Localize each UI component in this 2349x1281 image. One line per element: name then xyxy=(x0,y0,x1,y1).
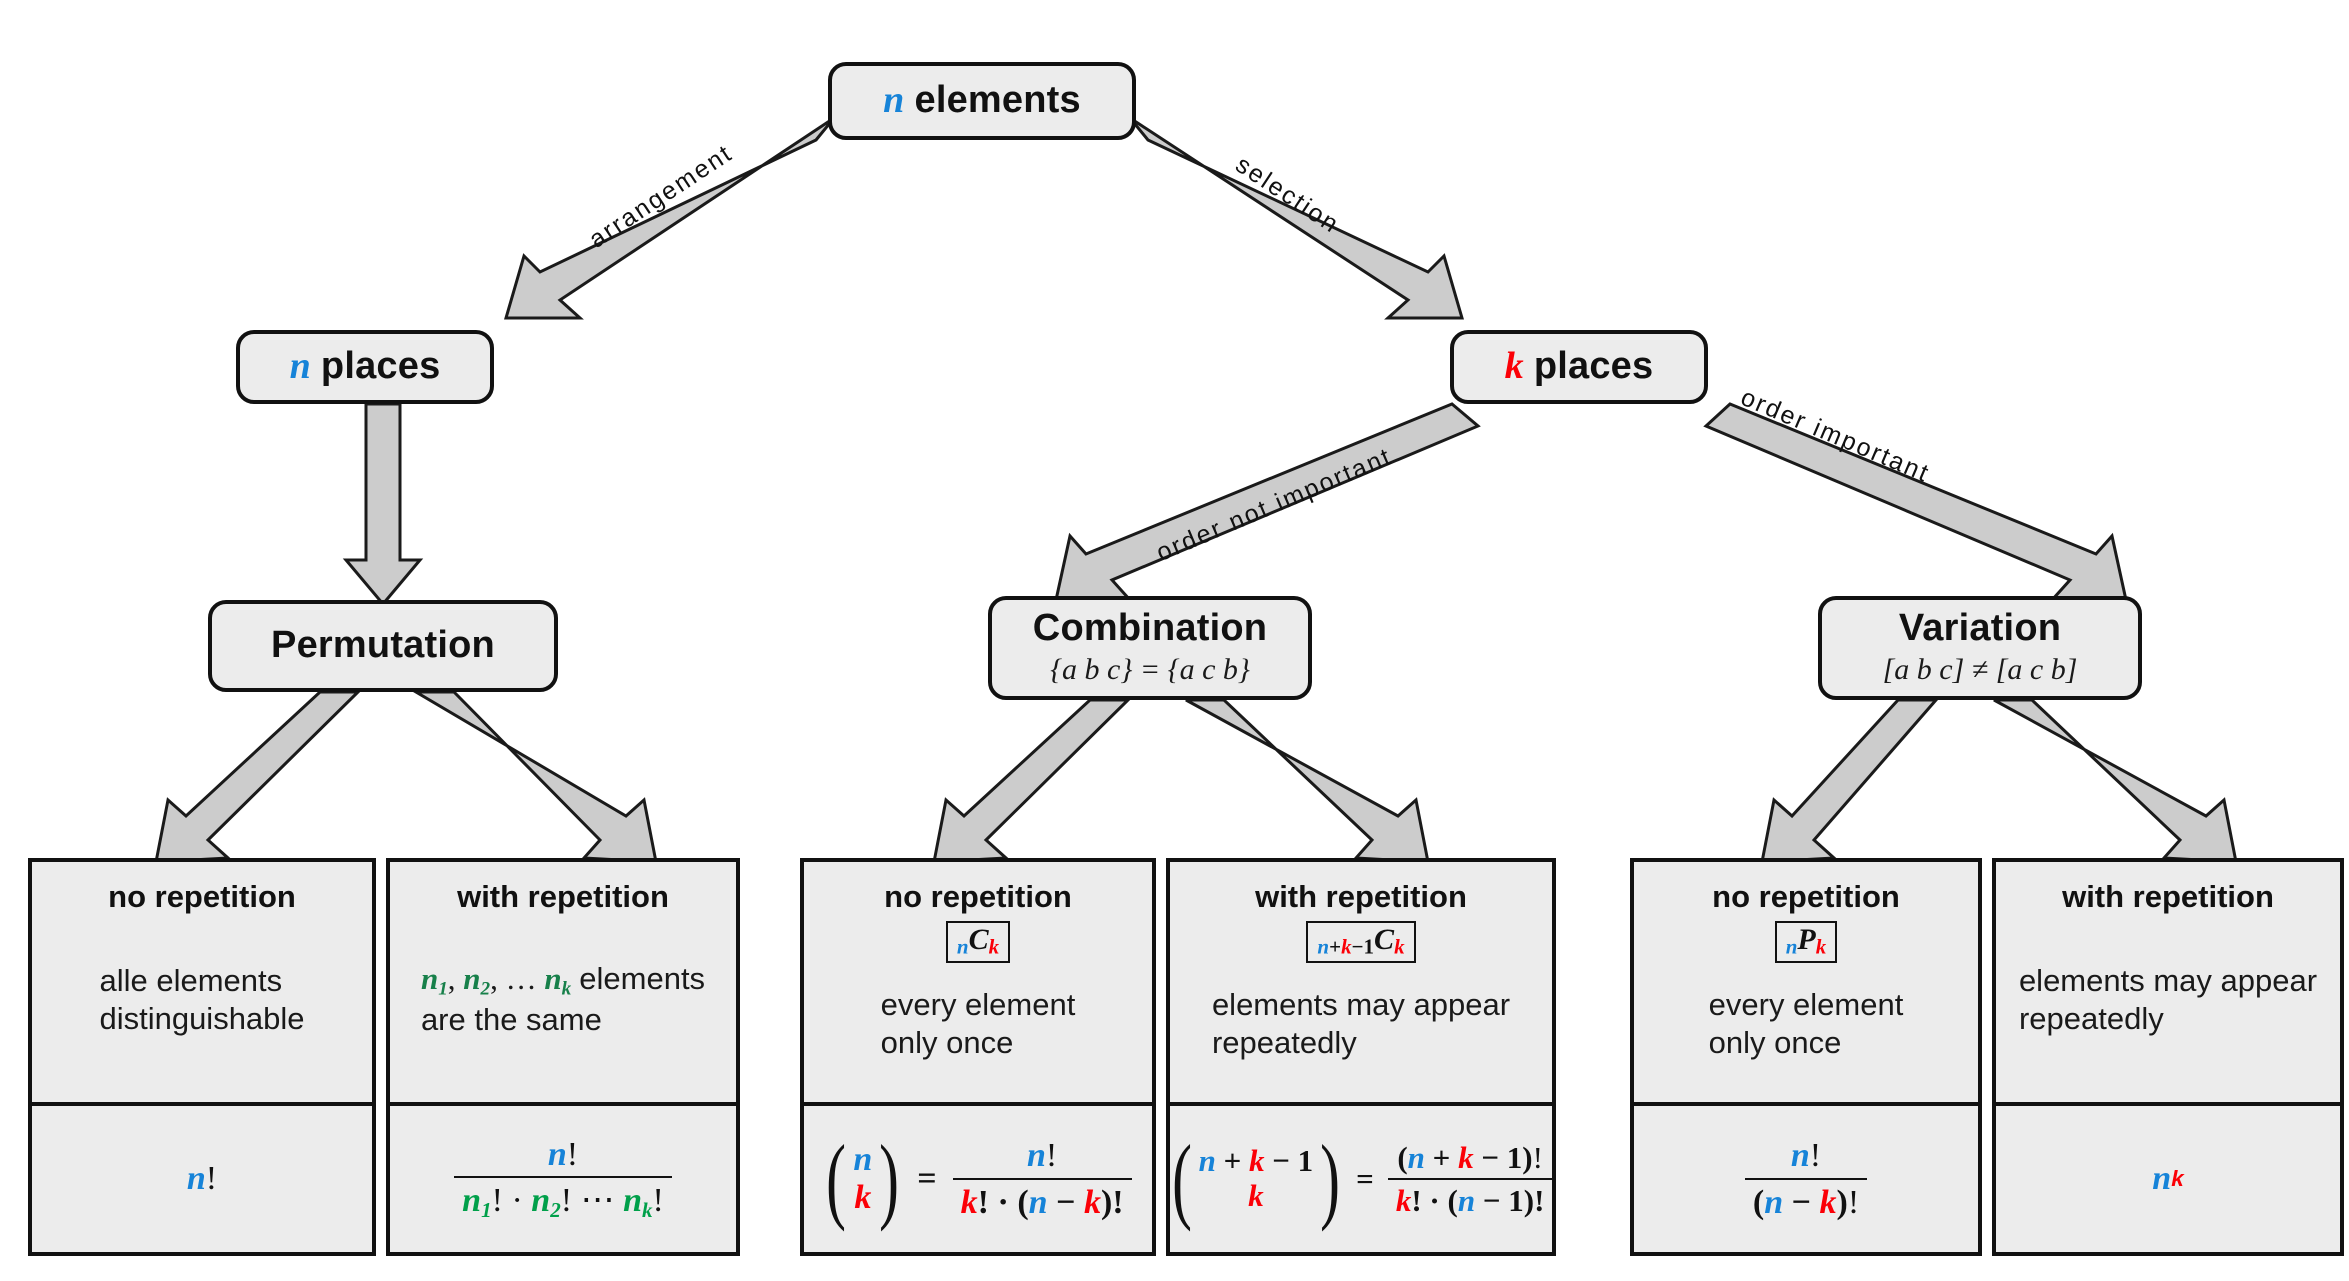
leaf-desc-line: every element xyxy=(880,986,1076,1022)
arrow-n-places-to-permutation xyxy=(342,402,424,607)
formula-n-factorial: n! xyxy=(186,1160,218,1197)
leaf-desc-line: only once xyxy=(880,1025,1014,1061)
leaf-heading: no repetition xyxy=(108,879,296,914)
variable-n: n xyxy=(289,345,311,388)
leaf-formula: ( n k ) = n! k! · (n − k)! xyxy=(804,1102,1152,1252)
formula-binomial: ( n k ) = n! k! · (n − k)! xyxy=(820,1131,1135,1227)
arrow-permutation-to-with-repetition xyxy=(410,690,658,864)
leaf-desc-line: are the same xyxy=(420,1002,602,1038)
leaf-formula: n! xyxy=(32,1102,372,1252)
leaf-desc-line: alle elements xyxy=(99,962,283,998)
variable-k: k xyxy=(1504,345,1524,388)
leaf-heading: with repetition xyxy=(457,879,669,914)
leaf-variation-with-repetition[interactable]: with repetition elements may appear repe… xyxy=(1992,858,2344,1256)
leaf-formula: ( n + k − 1 k ) = (n + k − 1)! k! · (n −… xyxy=(1170,1102,1553,1252)
leaf-description: alle elements distinguishable xyxy=(99,962,304,1045)
node-combination-label: Combination xyxy=(1032,607,1268,650)
arrow-variation-to-with-repetition xyxy=(1993,698,2238,864)
leaf-desc-line: elements may appear xyxy=(2018,962,2318,998)
node-variation[interactable]: Variation [a b c] ≠ [a c b] xyxy=(1818,596,2142,700)
leaf-desc-line: only once xyxy=(1708,1025,1842,1061)
leaf-heading: with repetition xyxy=(2062,879,2274,914)
leaf-description: elements may appear repeatedly xyxy=(1212,986,1510,1069)
formula-binomial-repetition: ( n + k − 1 k ) = (n + k − 1)! k! · (n −… xyxy=(1166,1131,1557,1227)
leaf-description: every element only once xyxy=(881,986,1076,1069)
edge-label-order-not-important: order not important xyxy=(1152,442,1397,567)
leaf-desc-line: distinguishable xyxy=(99,1001,305,1037)
node-variation-example: [a b c] ≠ [a c b] xyxy=(1882,652,2078,686)
formula-permutation-repetition: n! n1! · n2! ⋯ nk! xyxy=(450,1135,676,1222)
arrow-permutation-to-no-repetition xyxy=(154,690,362,864)
leaf-upper: no repetition nPk every element only onc… xyxy=(1634,862,1978,1102)
leaf-upper: with repetition n+k−1Ck elements may app… xyxy=(1170,862,1552,1102)
notation-nCk: nCk xyxy=(945,921,1011,963)
edge-label-selection: selection xyxy=(1230,150,1345,240)
edge-label-order-important: order important xyxy=(1736,383,1935,489)
leaf-formula: n! n1! · n2! ⋯ nk! xyxy=(390,1102,736,1252)
notation-n-plus-k-minus-1-C-k: n+k−1Ck xyxy=(1306,921,1416,963)
variable-n: n xyxy=(883,79,905,122)
notation-nPk: nPk xyxy=(1774,921,1838,963)
arrow-variation-to-no-repetition xyxy=(1760,698,1940,864)
leaf-heading: with repetition xyxy=(1255,879,1467,914)
leaf-formula: n! (n − k)! xyxy=(1634,1102,1978,1252)
arrow-root-to-n-places xyxy=(504,116,836,320)
node-permutation-label: Permutation xyxy=(271,624,495,667)
node-combination[interactable]: Combination {a b c} = {a c b} xyxy=(988,596,1312,700)
leaf-desc-line: repeatedly xyxy=(2018,1001,2164,1037)
node-variation-label: Variation xyxy=(1898,607,2062,650)
leaf-upper: no repetition nCk every element only onc… xyxy=(804,862,1152,1102)
arrow-combination-to-with-repetition xyxy=(1185,698,1430,864)
leaf-permutation-no-repetition[interactable]: no repetition alle elements distinguisha… xyxy=(28,858,376,1256)
leaf-description: every element only once xyxy=(1709,986,1904,1069)
leaf-desc-line: repeatedly xyxy=(1211,1025,1357,1061)
node-combination-example: {a b c} = {a c b} xyxy=(1050,652,1250,686)
leaf-combination-no-repetition[interactable]: no repetition nCk every element only onc… xyxy=(800,858,1156,1256)
leaf-combination-with-repetition[interactable]: with repetition n+k−1Ck elements may app… xyxy=(1166,858,1556,1256)
leaf-desc-line: every element xyxy=(1708,986,1904,1022)
formula-variation: n! (n − k)! xyxy=(1741,1136,1871,1221)
node-permutation[interactable]: Permutation xyxy=(208,600,558,692)
leaf-heading: no repetition xyxy=(884,879,1072,914)
leaf-description: elements may appear repeatedly xyxy=(2019,962,2317,1045)
leaf-desc-line: elements may appear xyxy=(1211,986,1511,1022)
leaf-upper: with repetition elements may appear repe… xyxy=(1996,862,2340,1102)
leaf-variation-no-repetition[interactable]: no repetition nPk every element only onc… xyxy=(1630,858,1982,1256)
arrow-combination-to-no-repetition xyxy=(932,698,1132,864)
edge-label-arrangement: arrangement xyxy=(583,138,738,254)
arrow-k-places-to-variation xyxy=(1703,402,2128,602)
leaf-heading: no repetition xyxy=(1712,879,1900,914)
leaf-upper: no repetition alle elements distinguisha… xyxy=(32,862,372,1102)
